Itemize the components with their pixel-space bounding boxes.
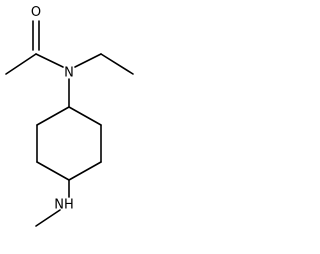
nitrogen-to-ethyl-bond: [74, 53, 102, 68]
ring-bond-1: [68, 106, 102, 126]
cyclohexane-ring: [36, 106, 102, 181]
ring-bond-3: [68, 161, 102, 181]
methylamino-group: [35, 179, 70, 227]
ring-bond-6: [36, 106, 70, 126]
ring-bond-4: [36, 161, 70, 181]
acetyl-group: [5, 20, 64, 75]
ethyl-group: [74, 53, 134, 75]
molecule-structure: O N NH: [5, 5, 134, 227]
methyl-to-carbonyl-bond: [5, 53, 37, 75]
ethyl-chain-bond: [100, 53, 134, 75]
amide-nitrogen-label: N: [64, 66, 74, 81]
carbonyl-to-nitrogen-bond: [35, 53, 64, 68]
oxygen-label: O: [31, 5, 41, 20]
amine-to-methyl-bond: [35, 209, 61, 227]
amine-nitrogen-label: NH: [54, 198, 74, 213]
